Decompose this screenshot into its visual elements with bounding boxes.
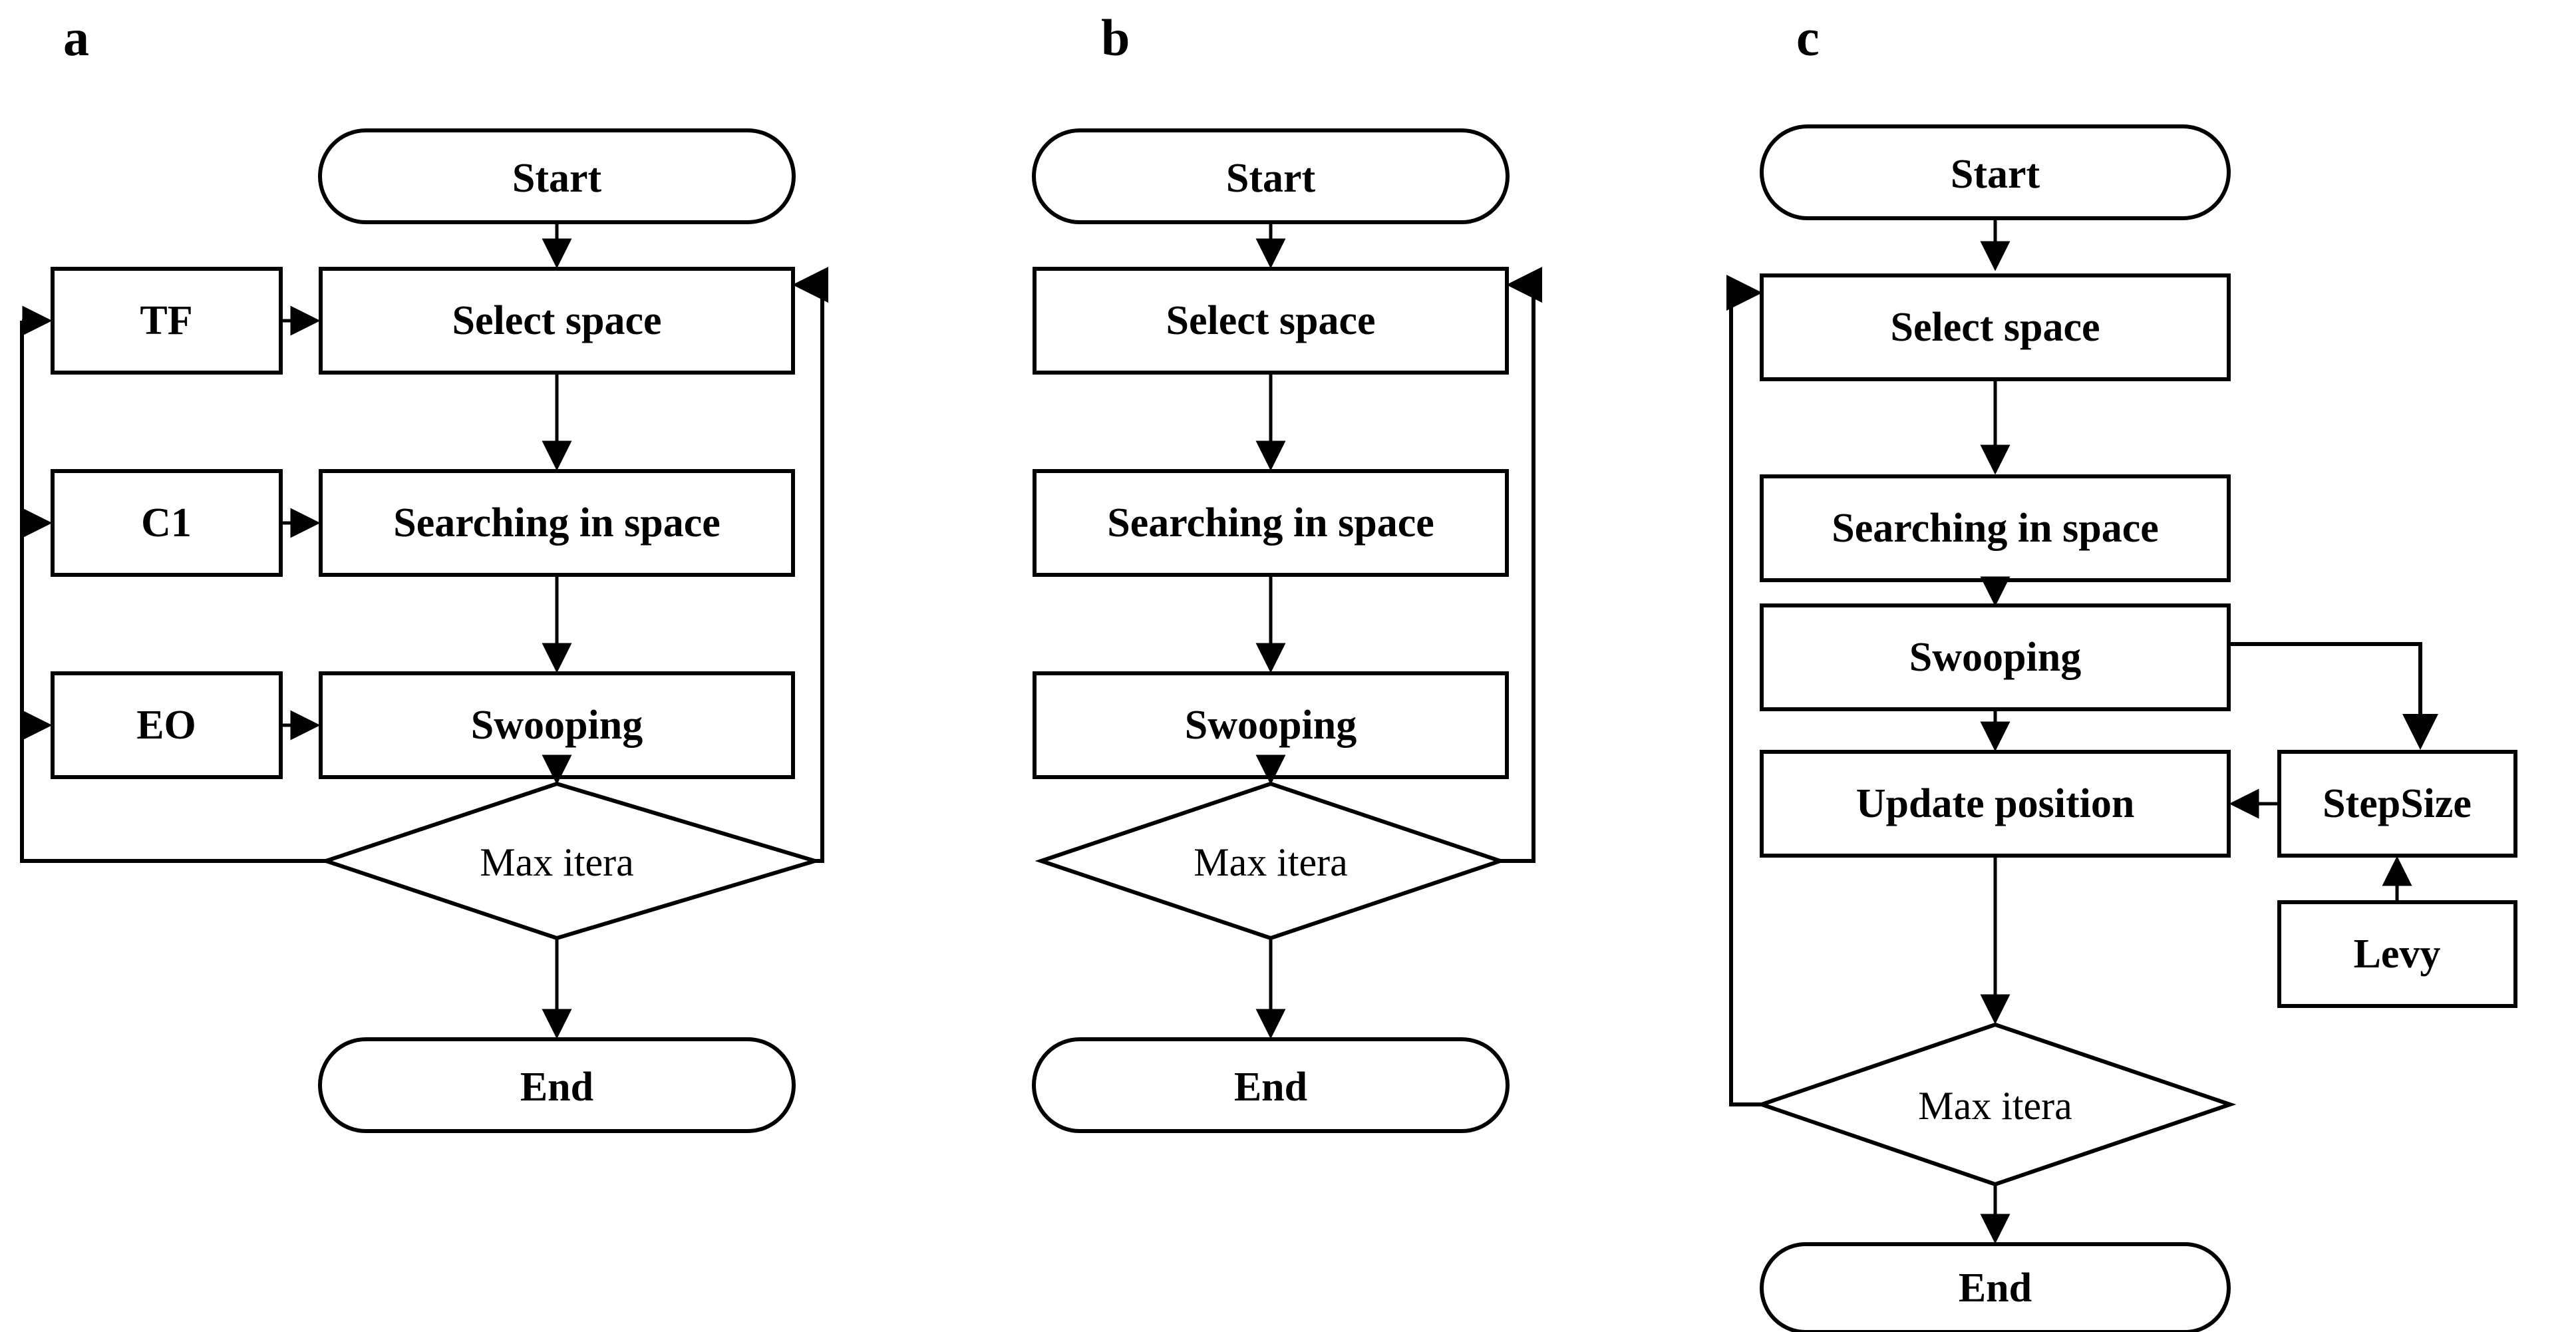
panel-a-label: a	[63, 9, 89, 67]
panel-c-node-swooping[interactable]	[1760, 603, 2231, 711]
panel-a-node-start-label: Start	[512, 156, 602, 201]
panel-c-node-stepsize[interactable]	[2277, 750, 2517, 858]
panel-c-node-end-label: End	[1959, 1265, 2032, 1311]
panel-c-node-searching[interactable]	[1760, 474, 2231, 582]
panel-c-node-swooping-label: Swooping	[1909, 635, 2081, 680]
panel-c: c Start Select space Searching in space …	[1726, 9, 2517, 1332]
panel-c-node-update[interactable]	[1760, 750, 2231, 858]
panel-a: a Start TF Select space C1 Searching in …	[20, 9, 828, 1133]
panel-b-label: b	[1101, 9, 1130, 67]
panel-a-node-searching-label: Searching in space	[393, 500, 720, 546]
panel-b-edge-feedback-right	[1500, 267, 1542, 863]
panel-c-node-select[interactable]	[1760, 273, 2231, 381]
panel-c-node-end[interactable]	[1760, 1242, 2231, 1332]
panel-a-edge-feedback-right	[792, 267, 828, 863]
panel-b: b Start Select space Searching in space …	[1032, 9, 1542, 1133]
panel-c-node-update-label: Update position	[1856, 781, 2135, 826]
panel-b-node-searching-label: Searching in space	[1107, 500, 1434, 546]
panel-a-node-select-label: Select space	[452, 298, 661, 343]
panel-a-node-end-label: End	[520, 1065, 593, 1110]
panel-b-node-select-label: Select space	[1166, 298, 1375, 343]
panel-c-edge-feedback-left	[1726, 275, 1762, 1106]
panel-a-node-c1-label: C1	[141, 500, 192, 546]
panel-c-label: c	[1796, 9, 1820, 67]
panel-a-node-searching[interactable]	[319, 469, 795, 577]
panel-a-edge-feedback-left-bus	[20, 321, 326, 863]
panel-c-edge-swooping-to-stepsize	[2229, 642, 2438, 750]
panel-c-node-maxitera-label: Max itera	[1918, 1084, 2072, 1128]
panel-c-node-searching-label: Searching in space	[1832, 506, 2158, 551]
panel-a-node-eo-label: EO	[136, 703, 196, 748]
panel-a-node-tf-label: TF	[140, 298, 192, 343]
panel-b-node-maxitera-label: Max itera	[1194, 840, 1348, 884]
panel-b-node-start-label: Start	[1226, 156, 1316, 201]
panel-b-node-searching[interactable]	[1033, 469, 1509, 577]
panel-b-node-end[interactable]	[1032, 1037, 1510, 1133]
panel-a-node-maxitera-label: Max itera	[480, 840, 634, 884]
panel-b-node-end-label: End	[1234, 1065, 1307, 1110]
panel-b-node-swooping-label: Swooping	[1185, 703, 1357, 748]
panel-a-node-end[interactable]	[318, 1037, 796, 1133]
panel-c-node-start-label: Start	[1951, 152, 2040, 197]
panel-a-node-swooping-label: Swooping	[471, 703, 643, 748]
panel-c-node-stepsize-label: StepSize	[2323, 781, 2472, 826]
panel-a-node-tf[interactable]	[51, 267, 283, 375]
panel-c-node-levy-label: Levy	[2354, 931, 2441, 977]
panel-b-node-select[interactable]	[1033, 267, 1509, 375]
panel-c-node-levy[interactable]	[2277, 900, 2517, 1008]
panel-c-node-select-label: Select space	[1890, 305, 2100, 350]
